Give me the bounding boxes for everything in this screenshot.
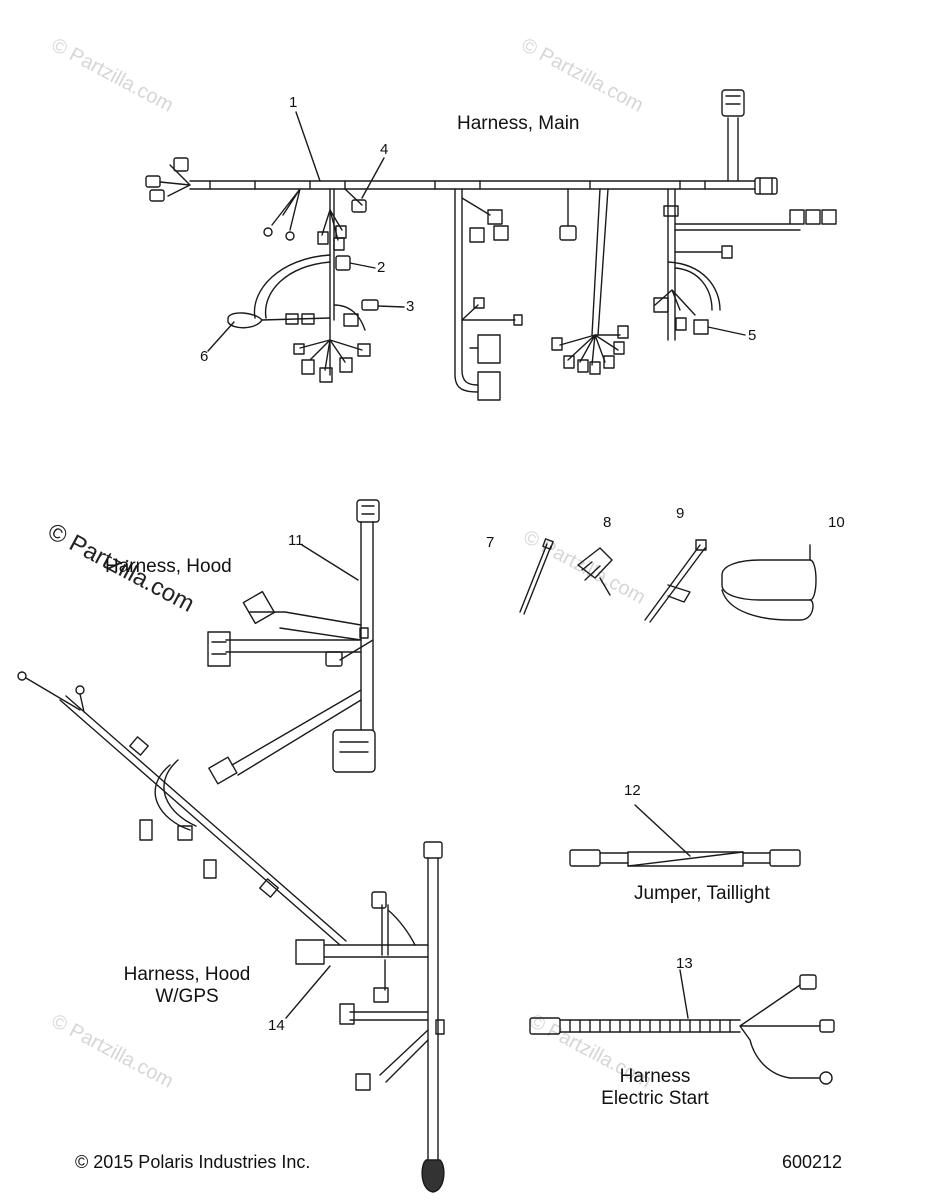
callout-11: 11 (288, 532, 304, 549)
callout-2: 2 (377, 259, 386, 276)
title-jumper-taillight: Jumper, Taillight (634, 883, 770, 904)
main-harness (145, 89, 837, 401)
callout-1: 1 (289, 94, 298, 111)
callout-6: 6 (200, 348, 209, 365)
callout-leaders (207, 111, 746, 1019)
callout-12: 12 (624, 782, 641, 799)
title-harness-main: Harness, Main (457, 113, 580, 134)
title-harness-electric-start: Harness Electric Start (590, 1066, 720, 1110)
callout-8: 8 (603, 514, 612, 531)
title-line: Electric Start (601, 1088, 709, 1109)
title-line: W/GPS (155, 986, 219, 1007)
callout-9: 9 (676, 505, 685, 522)
callout-5: 5 (748, 327, 757, 344)
callout-3: 3 (406, 298, 415, 315)
diagram-id: 600212 (782, 1152, 843, 1172)
title-harness-hood: Harness, Hood (105, 556, 232, 577)
copyright-text: © 2015 Polaris Industries Inc. (75, 1152, 311, 1172)
callout-13: 13 (676, 955, 693, 972)
callout-14: 14 (268, 1017, 285, 1034)
hood-harness (207, 499, 380, 785)
title-line: Harness (619, 1066, 691, 1087)
callout-4: 4 (380, 141, 389, 158)
small-parts (519, 538, 817, 623)
taillight-jumper (569, 849, 801, 867)
callout-10: 10 (828, 514, 845, 531)
title-line: Harness, Hood (123, 964, 251, 985)
callout-7: 7 (486, 534, 495, 551)
title-harness-hood-gps: Harness, Hood W/GPS (112, 964, 262, 1008)
hood-gps-harness (17, 671, 445, 1193)
electric-start-harness (529, 974, 835, 1085)
